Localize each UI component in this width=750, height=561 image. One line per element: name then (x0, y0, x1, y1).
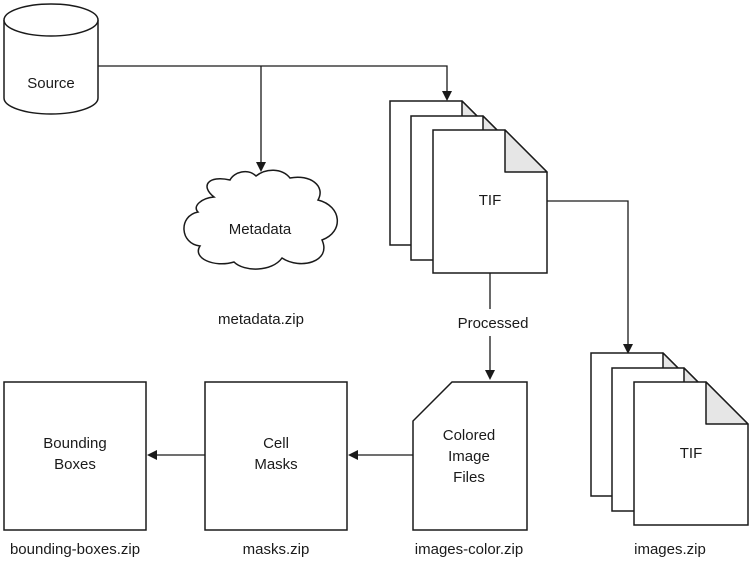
bounding-boxes-line-2: Boxes (54, 456, 96, 473)
colored-line-2: Image (448, 448, 490, 465)
cell-masks-line-2: Masks (254, 456, 297, 473)
tif-stack-top-label: TIF (479, 192, 502, 209)
cell-masks-node: Cell Masks (204, 381, 348, 531)
bounding-boxes-node: Bounding Boxes (3, 381, 147, 531)
colored-image-files-node: Colored Image Files (412, 381, 528, 531)
processed-label: Processed (458, 315, 529, 332)
source-label: Source (27, 75, 75, 92)
edge-masks-to-bounding (147, 450, 205, 460)
edge-colored-to-masks (348, 450, 413, 460)
tif-stack-bottom-label: TIF (680, 445, 703, 462)
images-zip-caption: images.zip (634, 541, 706, 558)
masks-zip-caption: masks.zip (243, 541, 310, 558)
edge-processed: Processed (458, 273, 529, 380)
metadata-zip-caption: metadata.zip (218, 311, 304, 328)
metadata-cloud: Metadata (183, 169, 339, 270)
bounding-boxes-line-1: Bounding (43, 435, 106, 452)
tif-stack-page-front (432, 129, 548, 274)
images-color-zip-caption: images-color.zip (415, 541, 523, 558)
tif-stack-bottom-page-front (633, 381, 749, 526)
edge-tif-to-images-zip (547, 200, 633, 354)
metadata-label: Metadata (229, 221, 292, 238)
tif-stack-top: TIF (389, 100, 548, 274)
source-connectors (98, 65, 452, 172)
colored-line-1: Colored (443, 427, 496, 444)
colored-line-3: Files (453, 469, 485, 486)
edge-source-to-tif (98, 65, 448, 92)
bounding-boxes-zip-caption: bounding-boxes.zip (10, 541, 140, 558)
source-node: Source (3, 3, 99, 115)
tif-stack-bottom: TIF (590, 352, 749, 526)
cell-masks-line-1: Cell (263, 435, 289, 452)
